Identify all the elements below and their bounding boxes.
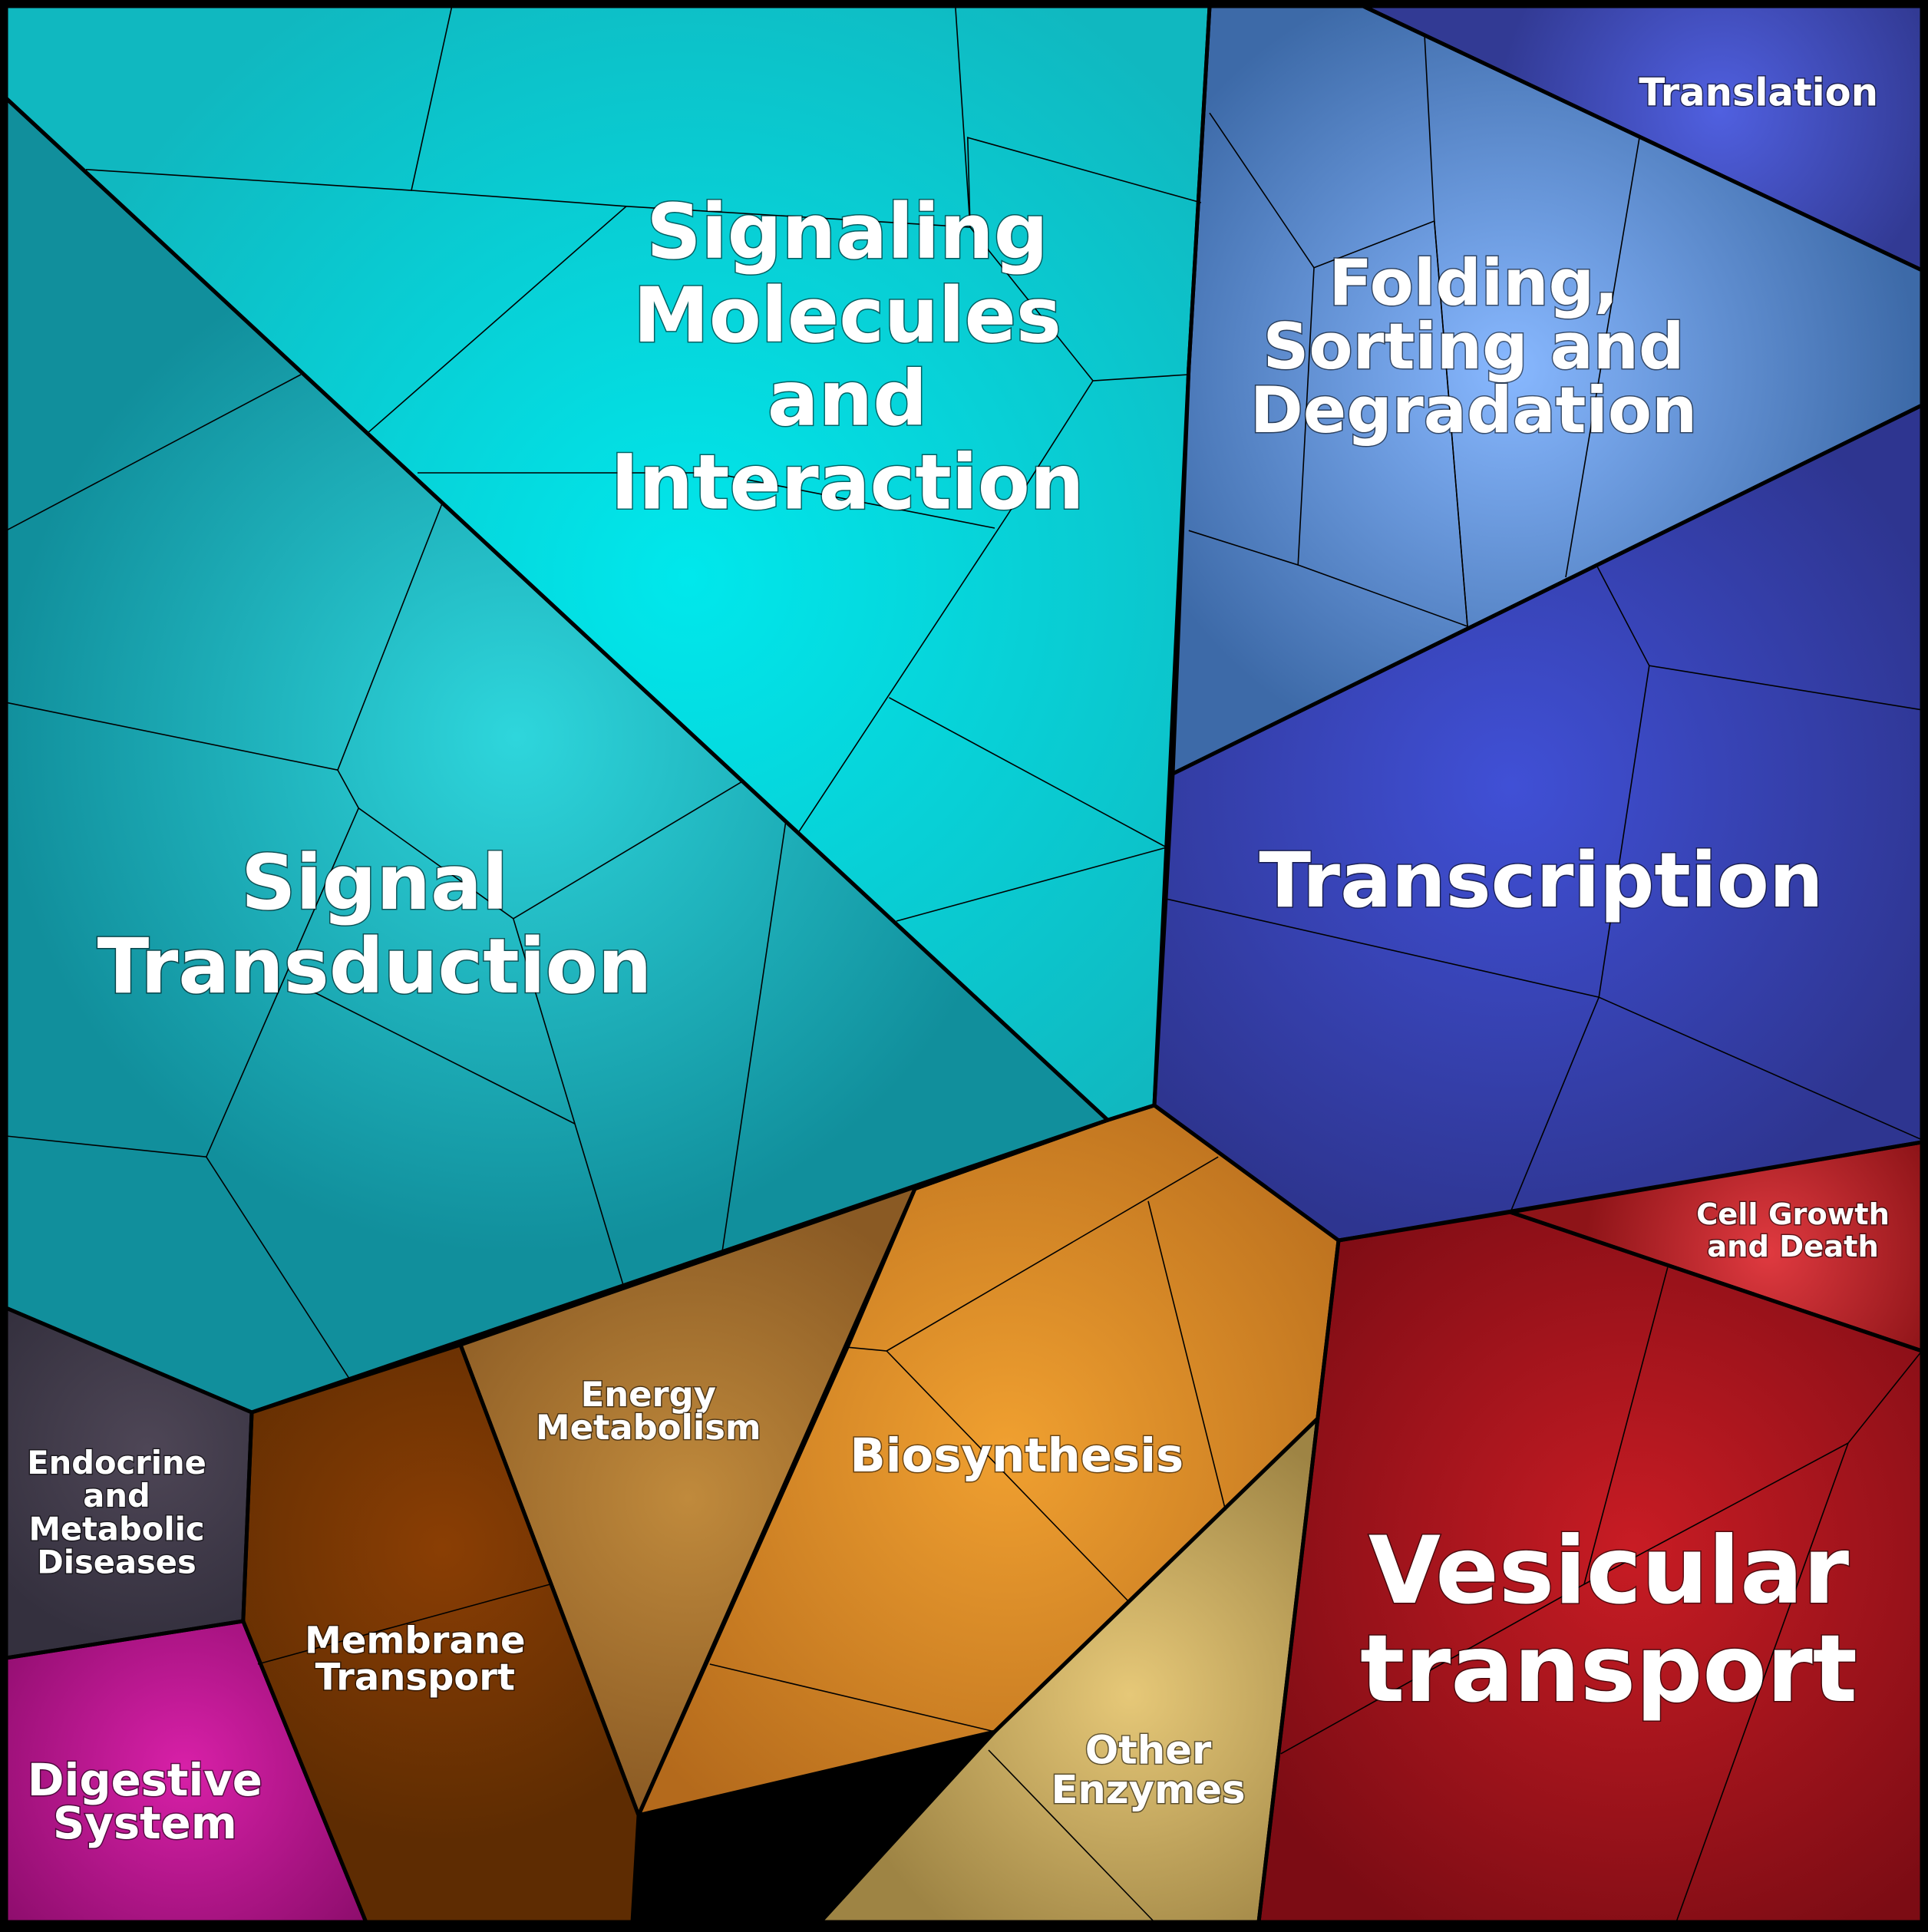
sub-cell-border xyxy=(988,1749,1155,1923)
region-label-line: Sorting and xyxy=(1263,309,1684,384)
region-label-line: Other xyxy=(1085,1728,1212,1774)
region-label-line: Transport xyxy=(315,1656,515,1699)
region-signaling[interactable] xyxy=(6,6,1210,1121)
sub-cell-border xyxy=(257,1584,551,1665)
sub-cell-border xyxy=(411,5,971,228)
region-label-line: Cell Growth xyxy=(1696,1197,1890,1232)
region-vesicular[interactable] xyxy=(1259,1212,1922,1922)
sub-cell-border xyxy=(1147,1200,1226,1511)
region-membrane[interactable] xyxy=(243,1345,639,1922)
sub-cell-border xyxy=(721,820,787,1253)
region-label-line: System xyxy=(53,1798,237,1849)
region-label-line: Transcription xyxy=(1259,837,1823,925)
sub-cell-border xyxy=(206,1156,352,1382)
region-label-line: Biosynthesis xyxy=(850,1429,1184,1483)
region-label-translation: Translation xyxy=(1639,71,1878,115)
region-label-line: Metabolism xyxy=(536,1407,761,1448)
region-label-line: and xyxy=(768,355,928,444)
sub-cell-border xyxy=(711,472,995,529)
sub-cell-border xyxy=(1675,1442,1849,1923)
sub-cell-border xyxy=(797,380,1094,834)
region-transcription[interactable] xyxy=(1154,405,1922,1240)
region-label-line: Translation xyxy=(1639,71,1878,115)
region-label-line: transport xyxy=(1360,1614,1857,1723)
sub-cell-border xyxy=(889,697,1167,848)
inner-cell-borders xyxy=(5,5,1923,1923)
sub-cell-border xyxy=(1510,996,1600,1213)
region-digestive[interactable] xyxy=(6,1621,366,1922)
sub-cell-border xyxy=(709,1663,995,1732)
sub-cell-border xyxy=(1598,996,1923,1141)
sub-cell-border xyxy=(513,918,625,1288)
sub-cell-border xyxy=(337,769,744,920)
region-folding[interactable] xyxy=(1173,6,1922,774)
region-label-line: and xyxy=(83,1477,150,1514)
region-label-line: Energy xyxy=(581,1374,716,1415)
region-label-line: Folding, xyxy=(1329,246,1619,320)
region-label-line: Digestive xyxy=(28,1755,262,1806)
region-label-biosynthesis: Biosynthesis xyxy=(850,1429,1184,1483)
sub-cell-border xyxy=(5,374,302,531)
region-label-line: Membrane xyxy=(305,1620,525,1663)
sub-cell-border xyxy=(1434,220,1468,627)
region-label-line: Interaction xyxy=(610,438,1084,527)
region-label-line: Diseases xyxy=(37,1544,196,1581)
sub-cell-border xyxy=(368,206,627,433)
region-label-line: Signal xyxy=(241,839,508,927)
region-label-line: Transduction xyxy=(97,923,652,1011)
region-biosynthesis[interactable] xyxy=(639,1105,1339,1815)
region-label-transcription: Transcription xyxy=(1259,837,1823,925)
sub-cell-border xyxy=(886,1350,1131,1603)
region-label-line: Molecules xyxy=(633,272,1061,360)
sub-cell-border xyxy=(1565,137,1640,578)
region-label-line: and Death xyxy=(1707,1230,1879,1264)
sub-cell-border xyxy=(966,137,1202,228)
region-label-line: Signaling xyxy=(646,188,1048,276)
region-label-line: Metabolic xyxy=(28,1510,204,1547)
sub-cell-border xyxy=(1209,34,1435,269)
region-cell-growth[interactable] xyxy=(1510,1142,1922,1351)
region-label-line: Endocrine xyxy=(27,1444,206,1481)
region-label-line: Enzymes xyxy=(1051,1767,1245,1813)
region-label-line: Vesicular xyxy=(1368,1516,1849,1625)
sub-cell-border xyxy=(896,847,1167,922)
sub-cell-border xyxy=(306,988,576,1125)
region-energy[interactable] xyxy=(461,1120,1108,1815)
region-label-line: Degradation xyxy=(1250,373,1698,447)
region-endocrine[interactable] xyxy=(6,1308,252,1658)
region-signal-transduction[interactable] xyxy=(6,98,1108,1412)
region-other-enzymes[interactable] xyxy=(820,1418,1318,1922)
